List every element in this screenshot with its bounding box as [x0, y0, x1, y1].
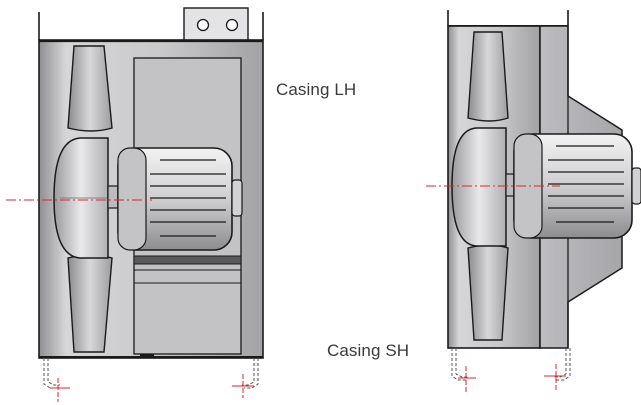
casing-lh-label: Casing LH — [276, 80, 357, 99]
fan-blade-lower-sh — [467, 244, 509, 341]
motor-sh — [513, 133, 641, 239]
foot-right-sh — [554, 348, 571, 381]
fan-blade-upper-sh — [467, 31, 509, 122]
foot-left — [43, 358, 60, 389]
foot-left-sh — [451, 348, 468, 381]
fan-blade-lower — [67, 254, 113, 353]
motor — [117, 147, 243, 251]
center-mark-right — [232, 374, 254, 398]
casing-sh — [426, 10, 641, 392]
center-mark-left — [50, 378, 70, 402]
fan-hub-sh — [451, 127, 507, 247]
center-mark-right-sh — [544, 364, 566, 390]
center-mark-left-sh — [458, 366, 476, 392]
fan-blade-upper — [67, 45, 113, 132]
casing-lh — [6, 7, 264, 402]
mounting-bracket — [183, 7, 249, 44]
casing-sh-label: Casing SH — [327, 341, 410, 360]
foot-right — [242, 358, 259, 389]
shaft — [107, 185, 119, 209]
